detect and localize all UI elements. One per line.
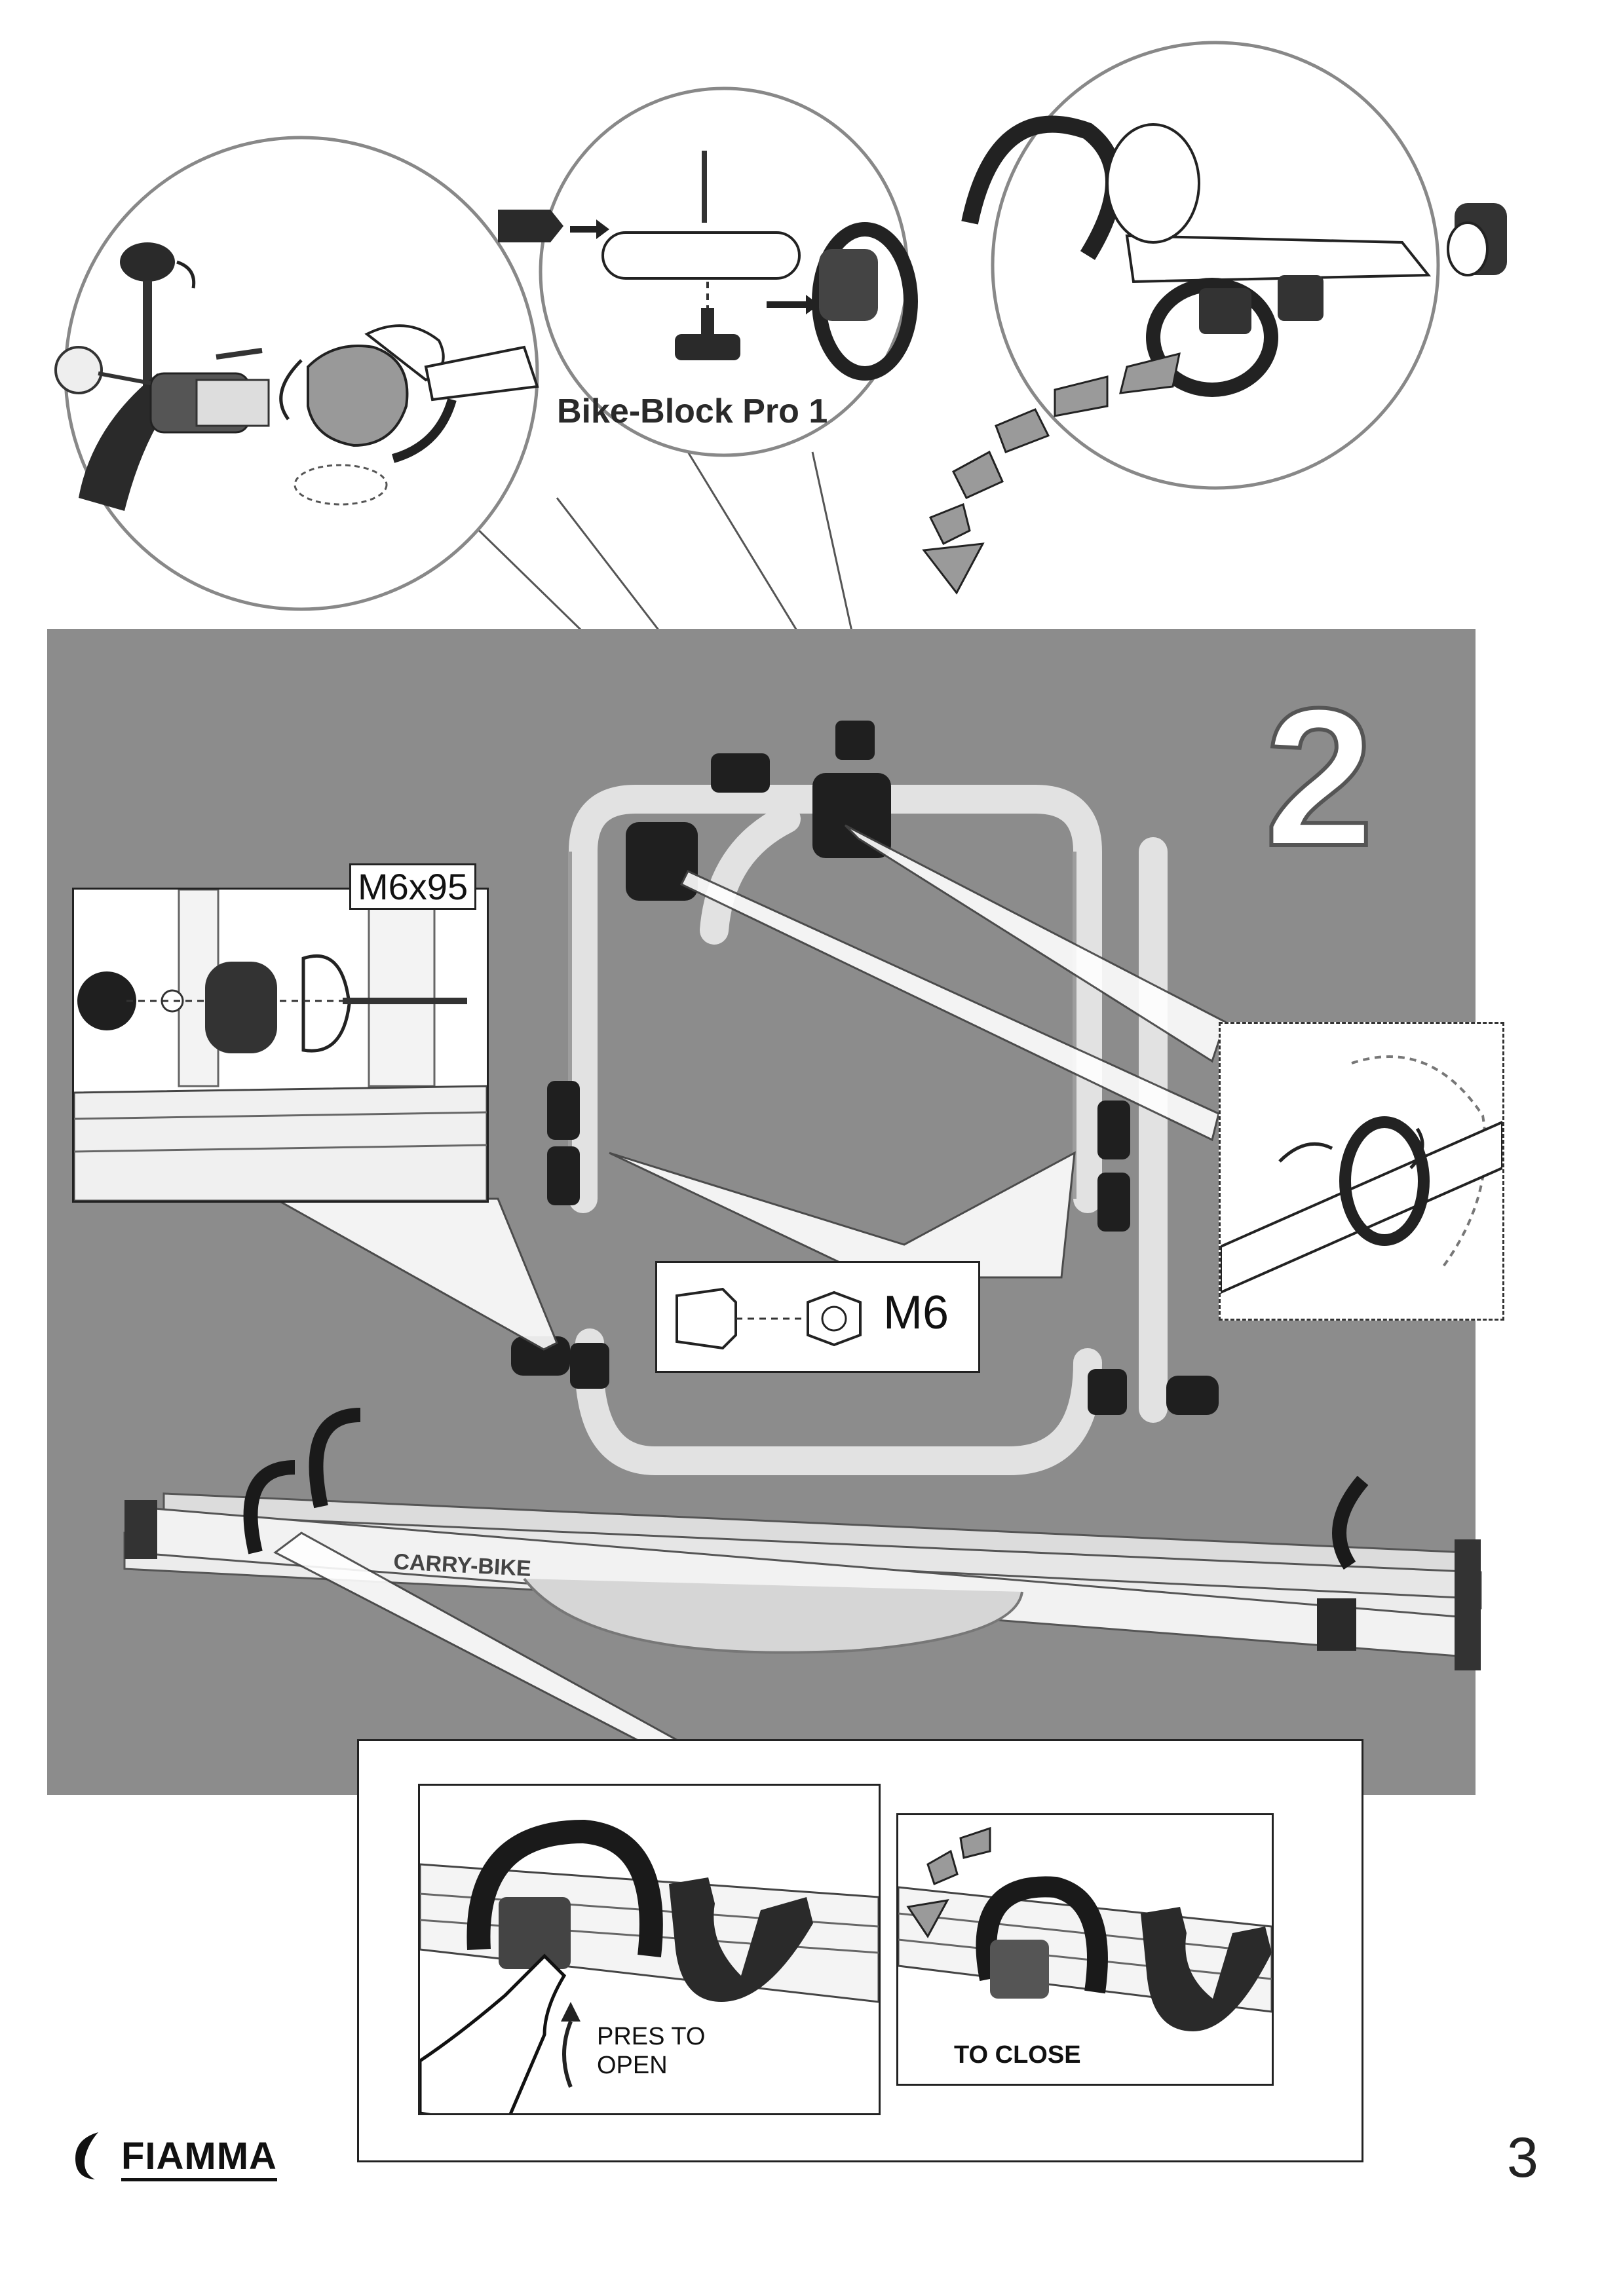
press-to-open-line1: PRES TO	[597, 2023, 705, 2050]
t-knob-icon	[675, 334, 740, 360]
clamp-right-top-icon	[812, 773, 891, 858]
strap-tighten-inset	[1219, 1022, 1504, 1321]
knob-icon	[120, 242, 175, 282]
rotate-arrow-icon	[176, 260, 196, 289]
rotate-arrow-icon	[1278, 1142, 1333, 1163]
bar-tube-icon	[1221, 1120, 1502, 1294]
end-cap-icon	[498, 210, 563, 242]
strap-icon	[467, 1819, 663, 1957]
lower-knob-right-icon	[1088, 1369, 1127, 1415]
product-name-label: Bike-Block Pro 1	[557, 392, 828, 430]
lower-knob-left-icon	[570, 1343, 609, 1389]
press-to-open-line2: OPEN	[597, 2052, 668, 2079]
clamp-jaw-icon	[307, 345, 409, 447]
page-number: 3	[1507, 2126, 1538, 2189]
detail-circle-bike-block	[498, 86, 918, 457]
side-knob-icon	[54, 346, 103, 394]
bike-rails: CARRY-BIKE	[123, 1492, 1482, 1670]
nut-size-label: M6	[883, 1287, 949, 1339]
press-to-open-panel: PRES TO OPEN	[418, 1784, 881, 2115]
tube-icon	[601, 231, 801, 280]
step-number: 2	[1265, 667, 1374, 887]
rail-straps	[243, 1408, 1369, 1570]
bar-tube-icon	[1125, 234, 1432, 284]
nut-detail-inset: M6	[655, 1261, 980, 1373]
hand-outline-icon	[1351, 1055, 1487, 1268]
strap-icon	[976, 1876, 1108, 1994]
strap-usage-inset: PRES TO OPEN TO CLOSE	[357, 1739, 1363, 2162]
wheel-holder-icon	[1141, 1907, 1272, 2031]
detail-circle-knob-assembly	[54, 136, 539, 611]
to-close-panel: TO CLOSE	[896, 1813, 1274, 2086]
hand-icon	[420, 1953, 567, 2113]
spacer-icon	[676, 1287, 737, 1350]
top-detail-illustrations: Bike-Block Pro 1	[54, 41, 1507, 655]
clamp-body-icon	[205, 962, 277, 1053]
screw-detail-inset: M6x95	[72, 863, 489, 1203]
up-arrow-icon	[562, 2020, 573, 2088]
clamp-left-top-icon	[626, 822, 698, 901]
release-button-icon	[499, 1897, 571, 1969]
screw-size-label: M6x95	[349, 863, 477, 910]
strap-ring-icon	[1339, 1116, 1430, 1246]
wheel-holder-icon	[669, 1877, 813, 2002]
to-close-label: TO CLOSE	[954, 2041, 1081, 2069]
knob-icon	[77, 971, 136, 1030]
fiamma-logo-text: FIAMMA	[121, 2134, 277, 2181]
svg-text:PRES TO OPEN: PRES TO OPEN	[597, 2023, 712, 2079]
bike-block-icon	[711, 753, 770, 793]
fiamma-logo: FIAMMA	[72, 2129, 288, 2181]
close-arrow-icon	[906, 1826, 991, 1938]
flow-arrow-icon	[922, 352, 1181, 595]
frame-clamps	[511, 721, 1219, 1415]
fiamma-flame-icon	[75, 2132, 98, 2179]
leader-center-detail	[687, 451, 858, 655]
swing-arrow-icon	[279, 359, 303, 421]
clamp-jaw-icon	[301, 954, 351, 1053]
